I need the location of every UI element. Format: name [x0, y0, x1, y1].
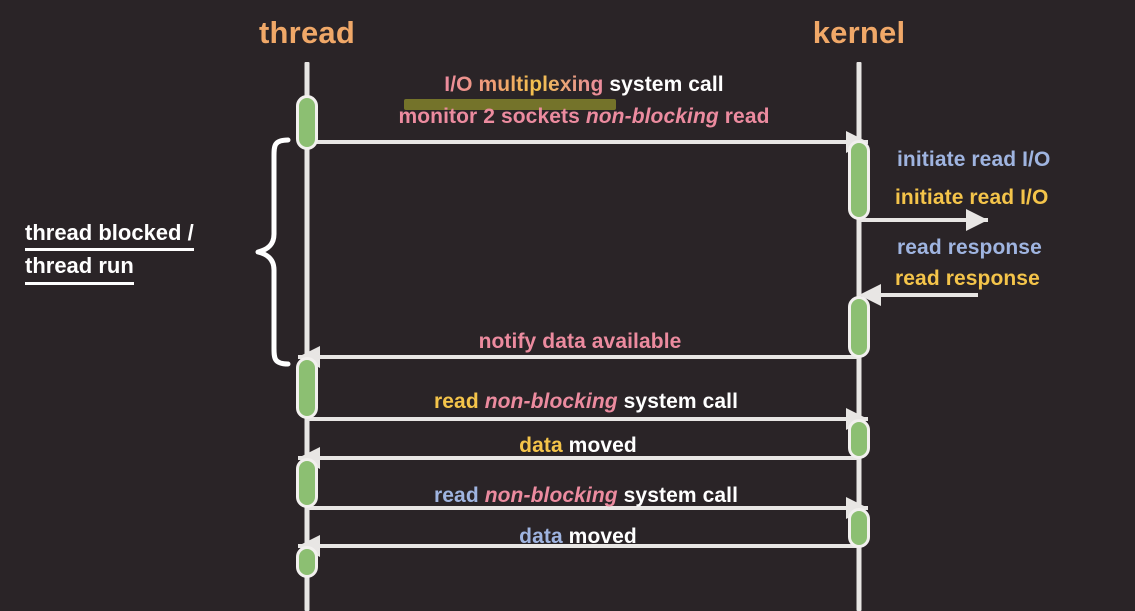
thread-activation-3: [296, 458, 318, 508]
label-read-nonblocking-1: read non-blocking system call: [434, 390, 738, 413]
participant-label-thread: thread: [259, 15, 355, 50]
message-line-io-multiplexing-syscall: [307, 140, 868, 144]
thread-blocked-note-line2: thread run: [25, 251, 134, 285]
message-line-notify-data-available: [298, 355, 859, 359]
kernel-activation-4: [848, 508, 870, 548]
thread-activation-2: [296, 357, 318, 419]
label-data-moved-2: data moved: [519, 525, 637, 548]
message-line-initiate-read-io: [859, 218, 988, 222]
label-monitor-2-sockets: monitor 2 sockets non-blocking read: [398, 105, 770, 128]
highlighter-io-multiplexing: [404, 99, 616, 110]
kernel-activation-3: [848, 419, 870, 459]
lifeline-thread: [304, 62, 310, 611]
thread-blocked-note: thread blocked / thread run: [25, 218, 194, 285]
label-initiate-read-io-yellow: initiate read I/O: [895, 186, 1049, 209]
message-line-data-moved-1: [298, 456, 859, 460]
label-data-moved-1: data moved: [519, 434, 637, 457]
label-initiate-read-io-blue: initiate read I/O: [897, 148, 1051, 171]
message-line-read-nonblocking-2: [307, 506, 868, 510]
message-line-read-response: [868, 293, 978, 297]
label-read-response-yellow: read response: [895, 267, 1040, 290]
participant-label-kernel: kernel: [812, 15, 906, 50]
label-read-response-blue: read response: [897, 236, 1042, 259]
label-io-multiplexing-syscall: I/O multiplexing system call: [444, 73, 724, 96]
arrowhead-initiate-read-io: [966, 209, 988, 231]
thread-activation-4: [296, 546, 318, 578]
kernel-activation-1: [848, 140, 870, 220]
kernel-activation-2: [848, 296, 870, 358]
message-line-read-nonblocking-1: [307, 417, 868, 421]
label-read-nonblocking-2: read non-blocking system call: [434, 484, 738, 507]
label-notify-data-available: notify data available: [478, 330, 682, 353]
curly-brace: [255, 137, 291, 367]
message-line-data-moved-2: [298, 544, 859, 548]
thread-activation-1: [296, 95, 318, 150]
thread-blocked-note-line1: thread blocked /: [25, 218, 194, 252]
